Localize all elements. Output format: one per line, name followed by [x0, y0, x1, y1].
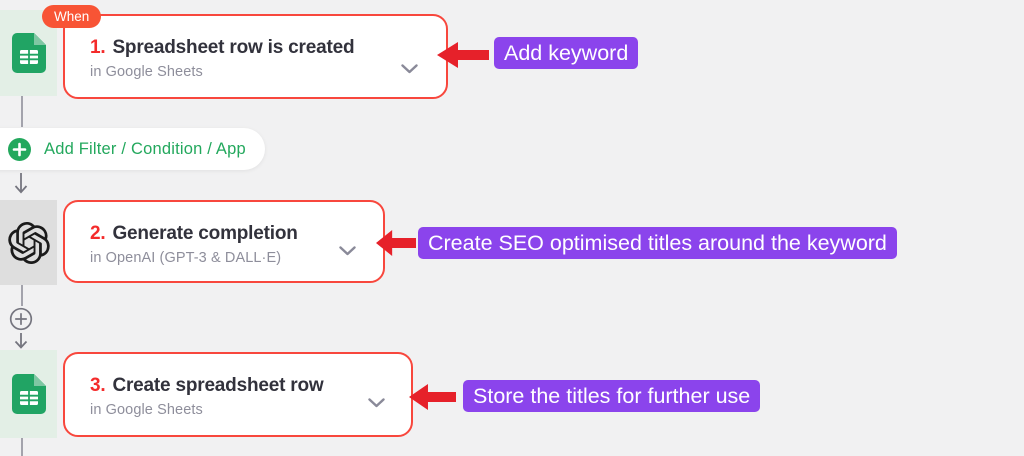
google-sheets-icon [11, 374, 46, 414]
chevron-down-icon[interactable] [401, 64, 418, 74]
chevron-down-icon[interactable] [368, 398, 385, 408]
chevron-down-icon[interactable] [339, 246, 356, 256]
annotation-add-keyword: Add keyword [494, 37, 639, 69]
step3-subtitle: in Google Sheets [90, 402, 203, 418]
annotation-store-titles: Store the titles for further use [463, 380, 761, 412]
step1-title-text: Spreadsheet row is created [112, 37, 355, 58]
step3-number: 3. [90, 375, 106, 396]
step2-number: 2. [90, 223, 106, 244]
down-arrow-icon [14, 173, 28, 194]
annotation-create-seo-titles: Create SEO optimised titles around the k… [418, 227, 897, 259]
connector-line [20, 96, 23, 127]
red-left-arrow-icon [409, 384, 456, 410]
plus-circle-outline-icon[interactable] [9, 307, 33, 331]
step2-icon-strip [0, 200, 57, 285]
down-arrow-icon [14, 333, 28, 349]
step-card-2[interactable]: 2. Generate completion in OpenAI (GPT-3 &… [63, 200, 385, 283]
add-filter-label: Add Filter / Condition / App [44, 139, 246, 158]
connector-line [20, 285, 23, 306]
google-sheets-icon [11, 33, 46, 73]
openai-icon [7, 221, 50, 264]
step1-subtitle: in Google Sheets [90, 64, 203, 80]
connector-line [20, 438, 23, 456]
step-card-1[interactable]: 1. Spreadsheet row is created in Google S… [63, 14, 448, 99]
step3-title: 3. Create spreadsheet row [90, 375, 411, 396]
when-badge: When [42, 5, 102, 28]
step1-number: 1. [90, 37, 106, 58]
step1-title: 1. Spreadsheet row is created [90, 37, 446, 58]
step2-title: 2. Generate completion [90, 223, 383, 244]
step-card-3[interactable]: 3. Create spreadsheet row in Google Sheet… [63, 352, 413, 437]
plus-circle-filled-icon [8, 137, 31, 161]
step2-title-text: Generate completion [112, 223, 298, 244]
add-filter-button[interactable]: Add Filter / Condition / App [0, 128, 265, 170]
step2-subtitle: in OpenAI (GPT-3 & DALL·E) [90, 250, 282, 266]
step3-title-text: Create spreadsheet row [112, 375, 324, 396]
red-left-arrow-icon [437, 42, 489, 68]
red-left-arrow-icon [376, 230, 416, 256]
step3-icon-strip [0, 350, 57, 438]
